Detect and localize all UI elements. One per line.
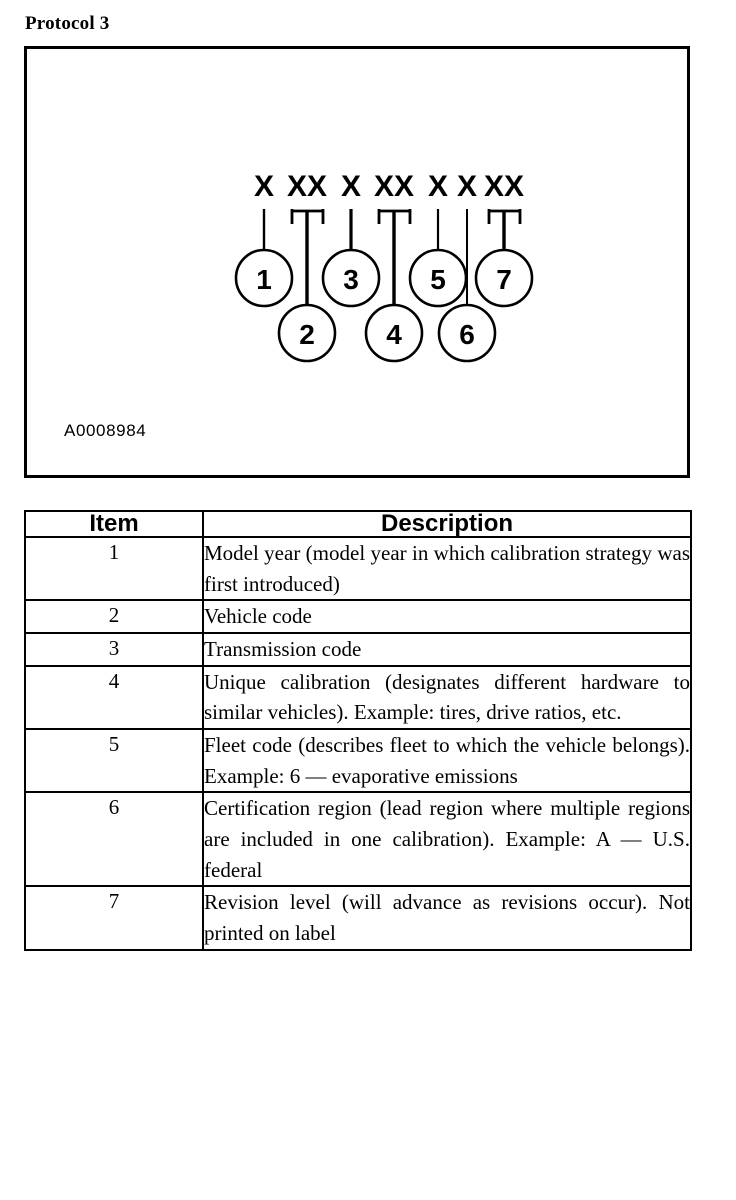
- cell-item: 7: [24, 885, 204, 951]
- mask-group-5: X: [428, 170, 448, 203]
- mask-group-7: XX: [484, 170, 524, 203]
- callout-label-5: 5: [430, 264, 446, 295]
- cell-item: 3: [24, 631, 204, 667]
- cell-description: Transmission code: [202, 631, 692, 667]
- callout-circle-2: [277, 303, 337, 363]
- mask-group-6: X: [457, 170, 477, 203]
- table-row: 6 Certification region (lead region wher…: [24, 791, 692, 888]
- calibration-code-diagram: X XX X XX X X XX: [234, 170, 534, 363]
- cell-description: Fleet code (describes fleet to which the…: [202, 727, 692, 794]
- table-row: 5 Fleet code (describes fleet to which t…: [24, 727, 692, 794]
- callout-circle-5: [408, 248, 468, 308]
- table-header-row: Item Description: [24, 510, 692, 538]
- item-description-table: Item Description 1 Model year (model yea…: [24, 510, 692, 951]
- mask-group-2: XX: [287, 170, 327, 203]
- cell-description: Model year (model year in which calibrat…: [202, 535, 692, 602]
- callout-circles-upper: 1 3 5 7: [234, 248, 534, 308]
- table-row: 4 Unique calibration (designates differe…: [24, 664, 692, 730]
- callout-circles-lower: 2 4 6: [277, 303, 497, 363]
- column-header-item: Item: [24, 510, 204, 538]
- callout-circle-4: [364, 303, 424, 363]
- cell-description: Revision level (will advance as revision…: [202, 885, 692, 951]
- column-header-description: Description: [202, 510, 692, 538]
- cell-item: 6: [24, 791, 204, 888]
- callout-circle-1: [234, 248, 294, 308]
- callout-label-1: 1: [256, 264, 272, 295]
- cell-item: 1: [24, 535, 204, 602]
- callout-label-2: 2: [299, 319, 315, 350]
- table-row: 7 Revision level (will advance as revisi…: [24, 885, 692, 951]
- table-row: 3 Transmission code: [24, 631, 692, 667]
- code-mask-text: X XX X XX X X XX: [254, 170, 524, 203]
- figure-box: X XX X XX X X XX: [24, 46, 690, 478]
- cell-description: Certification region (lead region where …: [202, 791, 692, 888]
- callout-circle-3: [321, 248, 381, 308]
- mask-group-3: X: [341, 170, 361, 203]
- callout-circle-7: [474, 248, 534, 308]
- cell-description: Vehicle code: [202, 599, 692, 634]
- cell-description: Unique calibration (designates different…: [202, 664, 692, 730]
- figure-id-label: A0008984: [64, 421, 147, 440]
- callout-label-3: 3: [343, 264, 359, 295]
- cell-item: 4: [24, 664, 204, 730]
- mask-group-4: XX: [374, 170, 414, 203]
- callout-label-6: 6: [459, 319, 475, 350]
- cell-item: 5: [24, 727, 204, 794]
- callout-label-7: 7: [496, 264, 512, 295]
- page-title: Protocol 3: [25, 13, 110, 34]
- table-row: 1 Model year (model year in which calibr…: [24, 535, 692, 602]
- callout-label-4: 4: [386, 319, 402, 350]
- cell-item: 2: [24, 599, 204, 634]
- mask-group-1: X: [254, 170, 274, 203]
- callout-circle-6: [437, 303, 497, 363]
- table-row: 2 Vehicle code: [24, 599, 692, 634]
